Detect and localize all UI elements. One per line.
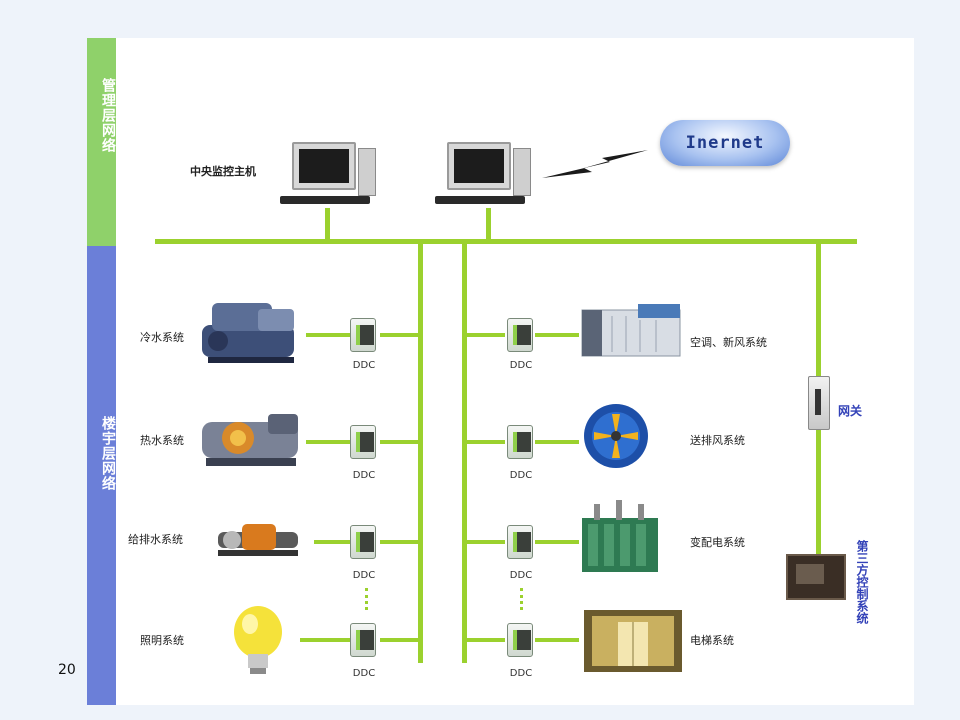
system-label-lighting: 照明系统 [140,634,184,647]
building-layer-band: 楼宇层网络 [87,246,116,705]
ddc-controller-icon [350,318,376,352]
continuation-dots [520,588,527,610]
system-label-hot-water: 热水系统 [140,434,184,447]
central-host-label: 中央监控主机 [190,165,256,178]
ddc-label: DDC [352,570,376,581]
internet-label: Inernet [685,133,765,153]
building-layer-label: 楼宇层网络 [100,416,116,491]
second-pc-drop-line [486,208,491,241]
ddc-controller-icon [507,525,533,559]
air-handling-unit-icon [581,304,681,357]
system-label-ac-fresh-air: 空调、新风系统 [690,336,767,349]
boiler-icon [202,414,298,466]
right-trunk-line [462,243,467,663]
third-party-controller-icon [786,554,846,600]
elevator-icon [584,610,682,672]
system-label-power-distribution: 变配电系统 [690,536,745,549]
continuation-dots [365,588,372,610]
system-label-water-supply-drainage: 给排水系统 [128,533,183,546]
host-drop-line [325,208,330,241]
system-label-elevator: 电梯系统 [690,634,734,647]
ddc-label: DDC [509,470,533,481]
ddc-controller-icon [507,425,533,459]
left-branch-line [314,540,350,544]
water-pump-icon [218,524,298,556]
ddc-label: DDC [352,470,376,481]
left-branch-line [380,440,420,444]
light-bulb-icon [234,606,282,674]
ddc-label: DDC [352,668,376,679]
gateway-device-icon [808,376,830,430]
ddc-label: DDC [352,360,376,371]
left-branch-line [380,638,420,642]
left-branch-line [306,440,350,444]
right-branch-line [465,333,505,337]
lightning-link-icon [542,150,648,178]
left-branch-line [380,540,420,544]
right-branch-line [465,540,505,544]
ddc-controller-icon [350,525,376,559]
left-branch-line [300,638,350,642]
right-branch-line [535,440,579,444]
gateway-to-controller-line [816,428,821,556]
right-branch-line [535,540,579,544]
ddc-label: DDC [509,570,533,581]
system-label-chilled-water: 冷水系统 [140,331,184,344]
system-label-supply-exhaust-air: 送排风系统 [690,434,745,447]
ventilation-fan-icon [584,404,648,468]
third-party-system-label: 第三方控制系统 [855,540,869,624]
left-branch-line [380,333,420,337]
ddc-controller-icon [507,623,533,657]
management-layer-band: 管理层网络 [87,38,116,246]
management-layer-label: 管理层网络 [100,78,116,153]
internet-cloud-icon: Inernet [660,120,790,166]
left-branch-line [306,333,350,337]
gateway-trunk-line [816,243,821,378]
chiller-icon [202,303,294,363]
main-bus-line [155,239,857,244]
slide-number-fragment: 20 [58,662,76,678]
ddc-controller-icon [350,425,376,459]
transformer-icon [582,500,658,572]
ddc-controller-icon [507,318,533,352]
right-branch-line [465,440,505,444]
ddc-label: DDC [509,360,533,371]
right-branch-line [535,638,579,642]
left-trunk-line [418,243,423,663]
ddc-label: DDC [509,668,533,679]
right-branch-line [535,333,579,337]
ddc-controller-icon [350,623,376,657]
right-branch-line [465,638,505,642]
gateway-label: 网关 [838,404,863,418]
